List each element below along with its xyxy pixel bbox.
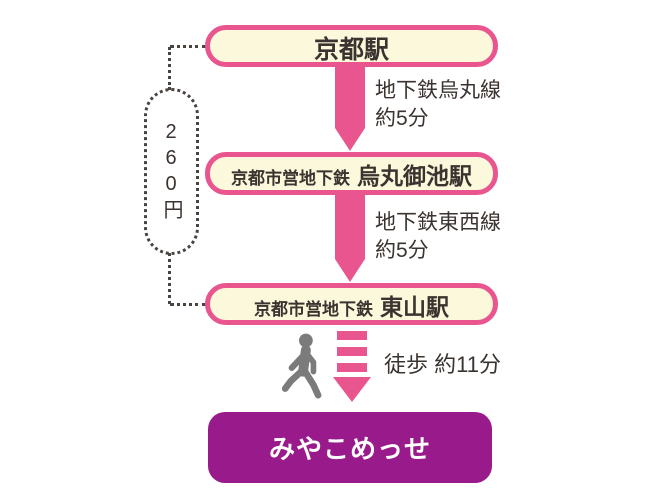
segment-label-tozai-line: 地下鉄東西線 約5分 [375, 209, 501, 264]
station-box-kyoto: 京都駅 [205, 25, 498, 67]
segment-line-name: 地下鉄烏丸線 [375, 79, 501, 102]
segment-duration: 約5分 [375, 106, 429, 130]
station-name: 東山駅 [380, 294, 449, 320]
segment-line-name: 地下鉄東西線 [375, 211, 501, 234]
station-name: 烏丸御池駅 [357, 163, 472, 189]
station-operator: 京都市営地下鉄 [231, 169, 350, 188]
segment-label-walk: 徒歩 約11分 [384, 352, 501, 377]
fare-connector-top-vertical [168, 47, 171, 90]
segment-duration: 約5分 [375, 238, 429, 262]
station-name: 京都駅 [313, 36, 389, 64]
fare-pill: 260円 [144, 88, 199, 255]
station-box-higashiyama: 京都市営地下鉄 東山駅 [205, 283, 498, 325]
station-box-karasuma-oike: 京都市営地下鉄 烏丸御池駅 [205, 152, 498, 195]
walking-person-icon [282, 333, 326, 399]
destination-box-miyako-messe: みやこめっせ [208, 412, 492, 483]
dashed-down-arrow-icon [333, 331, 371, 403]
station-operator: 京都市営地下鉄 [254, 300, 373, 319]
segment-label-karasuma-line: 地下鉄烏丸線 約5分 [375, 77, 501, 132]
down-arrow-icon [333, 195, 367, 283]
fare-connector-top-horizontal [170, 45, 206, 48]
fare-label: 260円 [160, 120, 182, 223]
destination-name: みやこめっせ [268, 434, 431, 464]
fare-connector-bottom-horizontal [170, 303, 206, 306]
down-arrow-icon [333, 66, 367, 152]
fare-connector-bottom-vertical [168, 253, 171, 304]
